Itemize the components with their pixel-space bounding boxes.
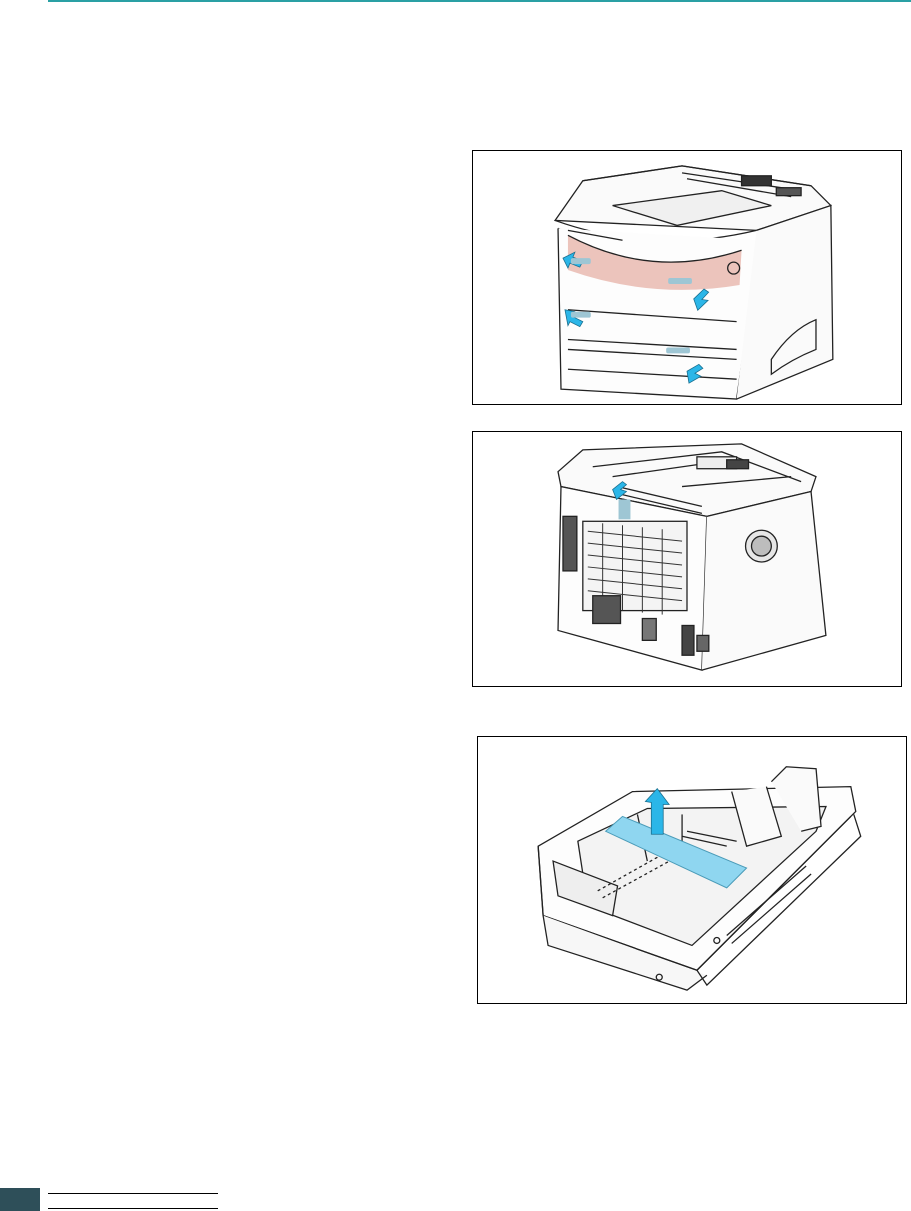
paper-tray-illustration (477, 736, 907, 1004)
printer-front-drawing (473, 151, 901, 404)
header-rule (48, 0, 911, 2)
printer-front-illustration (472, 150, 902, 405)
printer-rear-drawing (473, 432, 901, 686)
paper-tray-drawing (478, 737, 906, 1003)
footer-rule-bottom (48, 1208, 218, 1209)
page-footer-tab (0, 1188, 40, 1211)
printer-rear-illustration (472, 431, 902, 687)
footer-rule-top (48, 1193, 218, 1194)
